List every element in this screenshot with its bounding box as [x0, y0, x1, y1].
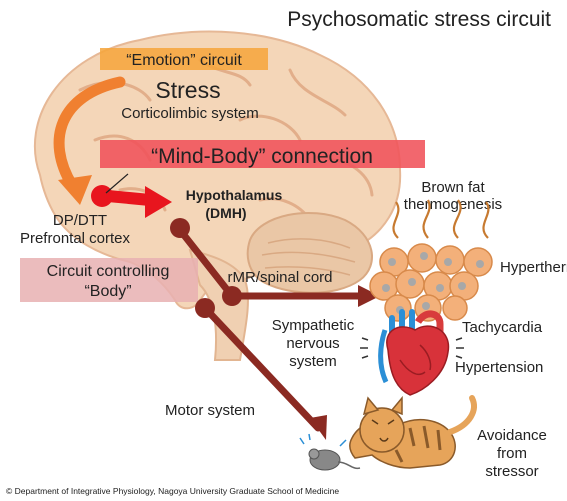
diagram-title: Psychosomatic stress circuit — [287, 8, 551, 31]
brain-illustration — [34, 30, 402, 361]
emotion-circuit-label: “Emotion” circuit — [126, 52, 242, 69]
mouse-illustration — [299, 433, 361, 471]
hypothalamus-node — [170, 218, 190, 238]
circuit-body-label-1: Circuit controlling — [47, 263, 170, 280]
sympathetic-label-2: nervous — [286, 335, 339, 352]
mind-body-arrow — [91, 173, 172, 218]
stress-label: Stress — [155, 77, 220, 103]
copyright-label: © Department of Integrative Physiology, … — [6, 486, 339, 496]
circuit-body-label-2: “Body” — [84, 283, 131, 300]
dp-dtt-label: DP/DTT — [53, 212, 107, 229]
motor-node — [195, 298, 215, 318]
hypothalamus-label: Hypothalamus — [186, 187, 283, 203]
brown-fat-label-1: Brown fat — [421, 179, 485, 196]
body-pathway — [170, 218, 380, 440]
heart-illustration — [360, 309, 464, 396]
prefrontal-label: Prefrontal cortex — [20, 230, 131, 247]
rmr-node — [222, 286, 242, 306]
circuit-body-box — [20, 258, 198, 302]
corticolimbic-label: Corticolimbic system — [121, 105, 259, 122]
dmh-label: (DMH) — [205, 205, 246, 221]
emotion-circuit-box — [100, 48, 268, 70]
tachycardia-label: Tachycardia — [462, 319, 543, 336]
brown-fat-cells-illustration — [369, 199, 493, 322]
avoidance-label-2: from — [497, 445, 527, 462]
sympathetic-label-3: system — [289, 353, 337, 370]
sympathetic-label-1: Sympathetic — [272, 317, 355, 334]
avoidance-label-1: Avoidance — [477, 427, 547, 444]
motor-label: Motor system — [165, 402, 255, 419]
hypertension-label: Hypertension — [455, 359, 543, 376]
hyperthermia-label: Hyperthermia — [500, 259, 567, 276]
cat-illustration — [349, 395, 477, 469]
rmr-label: rMR/spinal cord — [227, 269, 332, 286]
mind-body-label: “Mind-Body” connection — [151, 145, 373, 168]
mind-body-box — [100, 140, 425, 168]
avoidance-label-3: stressor — [485, 463, 538, 480]
emotion-arrow — [53, 76, 126, 205]
